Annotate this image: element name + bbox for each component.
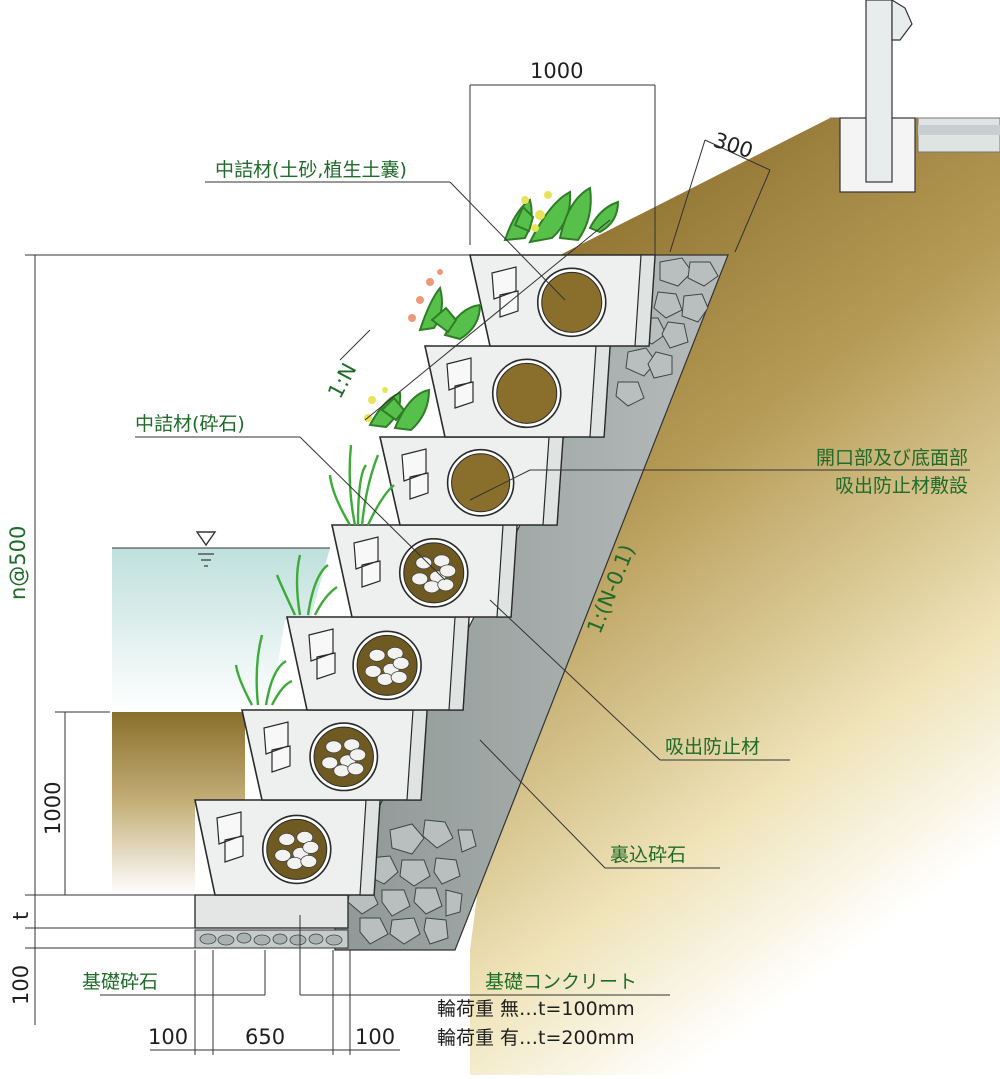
dimension-lines	[25, 84, 771, 1055]
base-stone-pattern	[199, 932, 343, 946]
wall-block	[378, 436, 564, 526]
label-load-none: 輪荷重 無…t=100mm	[437, 998, 635, 1020]
label-base-concrete: 基礎コンクリート	[485, 971, 637, 993]
wall-block	[331, 524, 518, 618]
label-load-yes: 輪荷重 有…t=200mm	[437, 1027, 635, 1049]
dim-slope-face: 1:N	[323, 359, 361, 402]
dim-base-100: 100	[9, 965, 33, 1005]
front-soil	[112, 712, 245, 895]
base-crushed-stone	[194, 929, 349, 949]
label-opening-line1: 開口部及び底面部	[816, 447, 968, 469]
label-opening-line2: 吸出防止材敷設	[835, 475, 968, 497]
label-backfill-stone: 裏込砕石	[610, 844, 686, 866]
dim-bottom-right: 100	[355, 1025, 395, 1049]
leader-lines	[100, 181, 970, 996]
dim-bottom-mid: 650	[245, 1025, 285, 1049]
road-layer	[918, 125, 1000, 135]
wall-block	[194, 799, 381, 896]
label-base-stone: 基礎砕石	[82, 971, 158, 993]
label-fill-soil: 中詰材(土砂,植生土嚢)	[215, 159, 407, 181]
guardrail-beam	[891, 0, 913, 41]
dim-t: t	[9, 912, 33, 920]
wall-block	[286, 616, 470, 711]
plants	[364, 186, 620, 432]
guardrail-post	[865, 0, 893, 183]
dim-height-total: n@500	[6, 526, 30, 600]
grass	[234, 444, 395, 706]
wall-block	[424, 345, 611, 438]
label-suction-prevention: 吸出防止材	[665, 736, 760, 758]
wall-blocks	[194, 254, 656, 896]
dim-top-width: 1000	[530, 59, 583, 83]
wall-block	[469, 254, 656, 347]
wall-block	[241, 709, 428, 801]
base-concrete	[194, 894, 349, 929]
dim-top-offset: 300	[710, 128, 756, 163]
dim-bottom-left: 100	[148, 1025, 188, 1049]
dim-height-block: 1000	[41, 782, 65, 835]
water-level-marker	[195, 531, 217, 547]
label-fill-crushed-stone: 中詰材(砕石)	[135, 413, 245, 435]
